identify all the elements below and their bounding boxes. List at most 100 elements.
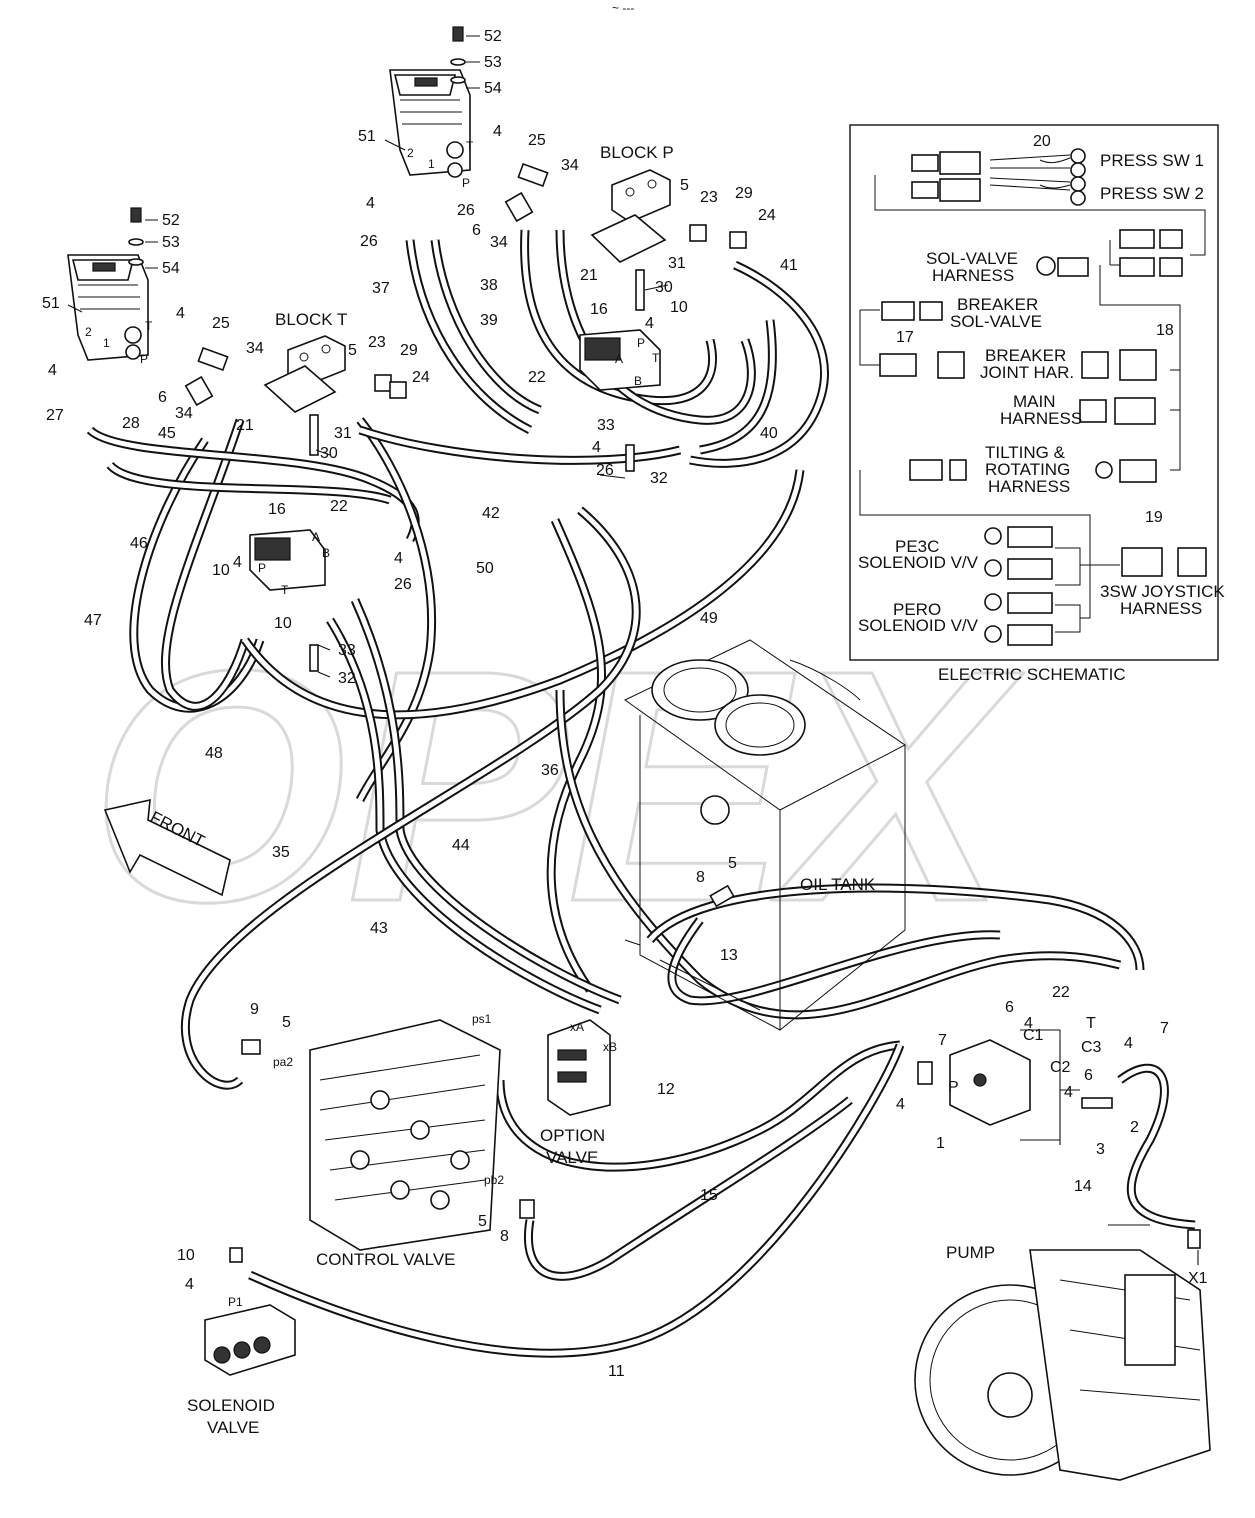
callout-54-l: 54 [162, 260, 180, 277]
callout-4-m3: 4 [896, 1096, 905, 1113]
port-2-joy-l: 2 [85, 325, 92, 339]
callout-28: 28 [122, 415, 140, 432]
port-X1: X1 [1188, 1270, 1208, 1287]
callout-13: 13 [720, 947, 738, 964]
control-valve-label: CONTROL VALVE [316, 1250, 456, 1269]
oil-tank-label: OIL TANK [800, 875, 876, 894]
callout-22-m: 22 [1052, 984, 1070, 1001]
callout-19: 19 [1145, 509, 1163, 526]
callout-34-r2: 34 [490, 234, 508, 251]
callout-7-m: 7 [938, 1032, 947, 1049]
callout-4-p: 4 [645, 315, 654, 332]
port-T-block16l: T [281, 583, 289, 597]
port-A-block16u: A [615, 352, 623, 366]
callout-10-p: 10 [670, 299, 688, 316]
pe3c-line2: SOLENOID V/V [858, 553, 979, 572]
callout-46: 46 [130, 535, 148, 552]
callout-6-m2: 6 [1084, 1067, 1093, 1084]
hose-40 [555, 229, 756, 425]
callout-numbers: 52 53 54 51 4 25 34 6 34 4 26 26 37 38 3… [42, 28, 1169, 1380]
port-P-block16u: P [637, 336, 645, 350]
callout-21-p: 21 [580, 267, 598, 284]
joystick-left [67, 254, 149, 361]
callout-12: 12 [657, 1081, 675, 1098]
port-T-joy-l: T [145, 319, 153, 333]
port-pb2: pb2 [484, 1173, 504, 1187]
port-labels: xA xB ps1 pa2 pb2 P1 X1 C1 C2 C3 P T T P… [85, 139, 1208, 1309]
callout-10-sv: 10 [177, 1247, 195, 1264]
callout-4-l2: 4 [48, 362, 57, 379]
port-P-block16l: P [258, 561, 266, 575]
press-sw-2-label: PRESS SW 2 [1100, 184, 1204, 203]
breaker-sol-valve-line2: SOL-VALVE [950, 312, 1042, 331]
joystick-harness-line1: 3SW JOYSTICK [1100, 582, 1225, 601]
callout-42: 42 [482, 505, 500, 522]
port-T-manifold: T [1086, 1015, 1096, 1032]
callout-5-cv: 5 [282, 1014, 291, 1031]
breaker-joint-line1: BREAKER [985, 346, 1066, 365]
callout-4-t: 4 [233, 554, 242, 571]
callout-5-t: 5 [348, 342, 357, 359]
callout-18: 18 [1156, 322, 1174, 339]
callout-26-t: 26 [394, 576, 412, 593]
pump-label: PUMP [946, 1243, 995, 1262]
callout-10-t2: 10 [274, 615, 292, 632]
callout-16-p: 16 [590, 301, 608, 318]
callout-4-m: 4 [1024, 1015, 1033, 1032]
callout-24-p: 24 [758, 207, 776, 224]
tilting-line3: HARNESS [988, 477, 1070, 496]
main-harness-line2: HARNESS [1000, 409, 1082, 428]
callout-25-l: 25 [212, 315, 230, 332]
callout-34-r: 34 [561, 157, 579, 174]
callout-4-m2: 4 [1124, 1035, 1133, 1052]
callout-50: 50 [476, 560, 494, 577]
callout-53-r: 53 [484, 54, 502, 71]
callout-23-p: 23 [700, 189, 718, 206]
port-P-manifold: P [948, 1079, 959, 1096]
solenoid-valve-label-line2: VALVE [207, 1418, 259, 1437]
callout-40: 40 [760, 425, 778, 442]
manifold-1 [949, 1029, 1061, 1141]
callout-47: 47 [84, 612, 102, 629]
top-mark: ~ --- [612, 1, 634, 15]
tilting-line1: TILTING & [985, 443, 1066, 462]
control-valve [309, 1019, 501, 1251]
port-P-joy-l: P [140, 352, 148, 366]
callout-48: 48 [205, 745, 223, 762]
option-valve [547, 1019, 611, 1116]
solenoid-16-upper [579, 329, 661, 391]
callout-51-r: 51 [358, 128, 376, 145]
joystick-harness-line2: HARNESS [1120, 599, 1202, 618]
callout-32-t: 32 [338, 670, 356, 687]
press-sw-1-label: PRESS SW 1 [1100, 151, 1204, 170]
callout-1: 1 [936, 1135, 945, 1152]
callout-11: 11 [608, 1363, 625, 1380]
callout-27: 27 [46, 407, 64, 424]
port-ps1: ps1 [472, 1012, 492, 1026]
callout-3: 3 [1096, 1141, 1105, 1158]
pe3c-line1: PE3C [895, 537, 939, 556]
sol-valve-harness-line1: SOL-VALVE [926, 249, 1018, 268]
callout-31-t: 31 [334, 425, 352, 442]
breaker-sol-valve-line1: BREAKER [957, 295, 1038, 314]
port-xA: xA [570, 1020, 584, 1034]
leader-lines [67, 35, 1199, 1265]
port-2-joy-r: 2 [407, 146, 414, 160]
port-1-joy-l: 1 [103, 336, 110, 350]
hose-14 [1117, 1063, 1196, 1230]
callout-33-t: 33 [338, 642, 356, 659]
fittings [128, 26, 1201, 1263]
solenoid-valve [204, 1304, 296, 1376]
port-P1: P1 [228, 1295, 243, 1309]
main-harness-line1: MAIN [1013, 392, 1056, 411]
callout-32-p: 32 [650, 470, 668, 487]
callout-36: 36 [541, 762, 559, 779]
callout-51-l: 51 [42, 295, 60, 312]
callout-24-t: 24 [412, 369, 430, 386]
callout-34-l2: 34 [175, 405, 193, 422]
solenoid-valve-label-line1: SOLENOID [187, 1396, 275, 1415]
callout-21-t: 21 [236, 417, 254, 434]
callout-29-p: 29 [735, 185, 753, 202]
tilting-line2: ROTATING [985, 460, 1070, 479]
